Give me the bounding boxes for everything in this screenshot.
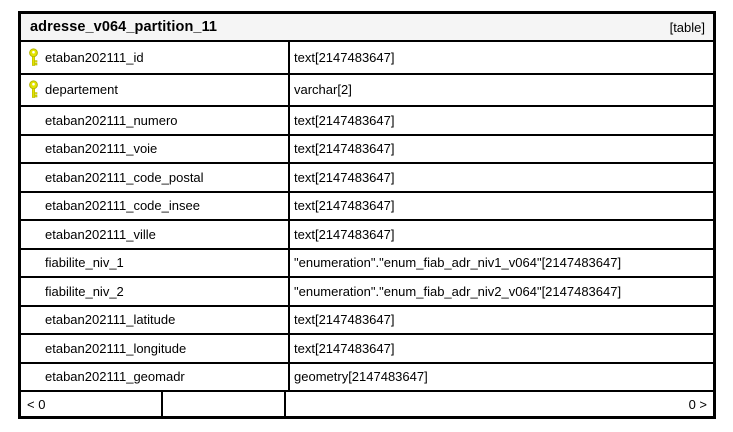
column-row-etaban202111_numero[interactable]: etaban202111_numero text[2147483647]	[21, 107, 713, 136]
column-type: text[2147483647]	[294, 49, 395, 65]
pager-spacer-cell	[163, 392, 286, 416]
column-name: etaban202111_numero	[45, 112, 178, 128]
column-name: fiabilite_niv_1	[45, 255, 124, 271]
column-name: etaban202111_code_postal	[45, 169, 204, 185]
column-type-cell: text[2147483647]	[288, 335, 713, 362]
pager-prev[interactable]: < 0	[21, 392, 163, 416]
column-type: text[2147483647]	[294, 141, 395, 157]
column-type: text[2147483647]	[294, 226, 395, 242]
column-name-cell: fiabilite_niv_1	[21, 250, 288, 277]
column-name-cell: etaban202111_latitude	[21, 307, 288, 334]
primary-key-icon	[21, 80, 45, 99]
primary-key-icon	[21, 48, 45, 67]
column-name-cell: etaban202111_code_postal	[21, 164, 288, 191]
column-row-fiabilite_niv_1[interactable]: fiabilite_niv_1 "enumeration"."enum_fiab_…	[21, 249, 713, 278]
column-type-cell: text[2147483647]	[288, 192, 713, 219]
column-row-etaban202111_voie[interactable]: etaban202111_voie text[2147483647]	[21, 135, 713, 164]
column-name-cell: etaban202111_voie	[21, 136, 288, 163]
column-type-cell: text[2147483647]	[288, 107, 713, 134]
column-name-cell: etaban202111_geomadr	[21, 364, 288, 391]
column-name: departement	[45, 82, 118, 98]
column-name: etaban202111_ville	[45, 226, 156, 242]
column-name-cell: etaban202111_ville	[21, 221, 288, 248]
column-type-cell: text[2147483647]	[288, 221, 713, 248]
column-name: etaban202111_longitude	[45, 340, 187, 356]
column-row-etaban202111_id[interactable]: etaban202111_id text[2147483647]	[21, 42, 713, 75]
column-type-cell: text[2147483647]	[288, 306, 713, 333]
column-name: etaban202111_code_insee	[45, 198, 200, 214]
column-name: etaban202111_latitude	[45, 312, 176, 328]
column-name-cell: departement	[21, 75, 288, 106]
column-name: etaban202111_voie	[45, 141, 158, 157]
table-type-badge: [table]	[669, 19, 705, 35]
column-row-etaban202111_code_postal[interactable]: etaban202111_code_postal text[2147483647]	[21, 164, 713, 193]
column-name-cell: etaban202111_longitude	[21, 335, 288, 362]
column-type: text[2147483647]	[294, 112, 395, 128]
column-name-cell: etaban202111_numero	[21, 107, 288, 134]
column-row-departement[interactable]: departement varchar[2]	[21, 74, 713, 107]
column-type: text[2147483647]	[294, 340, 395, 356]
table-title: adresse_v064_partition_11	[30, 19, 218, 35]
column-type-cell: text[2147483647]	[288, 135, 713, 162]
column-type: text[2147483647]	[294, 198, 395, 214]
entity-table-node[interactable]: adresse_v064_partition_11 [table] etaban…	[18, 11, 716, 419]
column-type: varchar[2]	[294, 82, 352, 98]
column-type: text[2147483647]	[294, 169, 395, 185]
column-name: etaban202111_geomadr	[45, 369, 185, 385]
column-type: "enumeration"."enum_fiab_adr_niv1_v064"[…	[294, 255, 622, 271]
column-name: fiabilite_niv_2	[45, 283, 124, 299]
column-type: text[2147483647]	[294, 312, 395, 328]
column-row-fiabilite_niv_2[interactable]: fiabilite_niv_2 "enumeration"."enum_fiab_…	[21, 278, 713, 307]
column-row-etaban202111_latitude[interactable]: etaban202111_latitude text[2147483647]	[21, 306, 713, 335]
column-name-cell: etaban202111_code_insee	[21, 193, 288, 220]
column-type-cell: varchar[2]	[288, 74, 713, 105]
column-row-etaban202111_ville[interactable]: etaban202111_ville text[2147483647]	[21, 221, 713, 250]
column-type-cell: text[2147483647]	[288, 42, 713, 73]
column-type-cell: "enumeration"."enum_fiab_adr_niv1_v064"[…	[288, 249, 713, 276]
column-type-cell: "enumeration"."enum_fiab_adr_niv2_v064"[…	[288, 278, 713, 305]
column-row-etaban202111_longitude[interactable]: etaban202111_longitude text[2147483647]	[21, 335, 713, 364]
column-type: geometry[2147483647]	[294, 369, 428, 385]
column-name-cell: etaban202111_id	[21, 42, 288, 73]
entity-header[interactable]: adresse_v064_partition_11 [table]	[21, 14, 713, 42]
column-row-etaban202111_code_insee[interactable]: etaban202111_code_insee text[2147483647]	[21, 192, 713, 221]
column-type-cell: geometry[2147483647]	[288, 363, 713, 390]
column-type-cell: text[2147483647]	[288, 164, 713, 191]
column-name-cell: fiabilite_niv_2	[21, 278, 288, 305]
column-type: "enumeration"."enum_fiab_adr_niv2_v064"[…	[294, 283, 622, 299]
column-rows: etaban202111_id text[2147483647] departeme…	[21, 42, 713, 392]
column-row-etaban202111_geomadr[interactable]: etaban202111_geomadr geometry[2147483647]	[21, 363, 713, 392]
column-name: etaban202111_id	[45, 49, 144, 65]
pager-next[interactable]: 0 >	[688, 396, 707, 412]
entity-footer: < 0 0 >	[21, 392, 713, 416]
